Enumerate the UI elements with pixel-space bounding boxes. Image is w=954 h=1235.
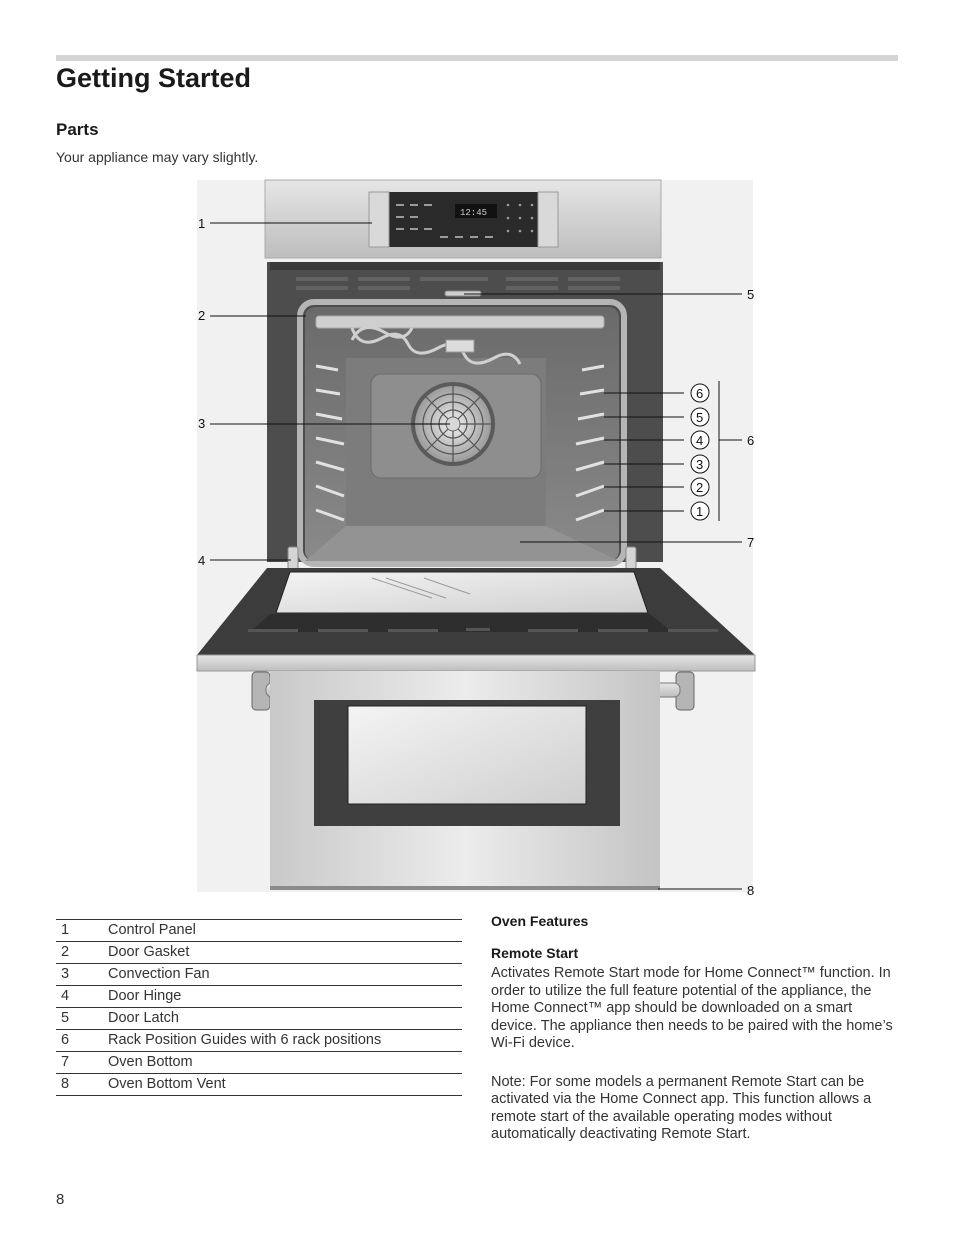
- door-hinge: [287, 546, 299, 570]
- remote-start-heading: Remote Start: [491, 944, 579, 961]
- part-number: 3: [56, 963, 108, 986]
- part-label: Door Hinge: [108, 985, 462, 1008]
- part-number: 8: [56, 1073, 108, 1096]
- oven-diagram: 12:45: [196, 179, 756, 898]
- part-label: Oven Bottom: [108, 1051, 462, 1074]
- part-label: Door Latch: [108, 1007, 462, 1030]
- header-rule: [56, 55, 898, 61]
- part-number: 7: [56, 1051, 108, 1074]
- callout-7: 7: [747, 535, 754, 550]
- part-number: 6: [56, 1029, 108, 1052]
- svg-text:6: 6: [696, 386, 703, 401]
- intro-text: Your appliance may vary slightly.: [56, 149, 259, 165]
- callout-6: 6: [747, 433, 754, 448]
- callout-1: 1: [198, 216, 205, 231]
- callout-2: 2: [198, 308, 205, 323]
- section-heading: Parts: [56, 120, 99, 139]
- part-label: Oven Bottom Vent: [108, 1073, 462, 1096]
- control-panel: 12:45: [264, 179, 662, 259]
- rack-guides: [315, 364, 605, 522]
- door-gasket: [297, 299, 627, 567]
- part-number: 4: [56, 985, 108, 1008]
- svg-text:3: 3: [696, 457, 703, 472]
- part-label: Door Gasket: [108, 941, 462, 964]
- oven-features: Oven Features Remote Start Activates Rem…: [491, 913, 901, 1165]
- part-number: 1: [56, 919, 108, 942]
- display-time: 12:45: [460, 208, 487, 218]
- part-label: Control Panel: [108, 919, 462, 942]
- part-label: Convection Fan: [108, 963, 462, 986]
- svg-text:5: 5: [696, 410, 703, 425]
- callout-4: 4: [198, 553, 205, 568]
- page-number: 8: [56, 1191, 65, 1208]
- part-number: 2: [56, 941, 108, 964]
- callout-8: 8: [747, 883, 754, 898]
- page-title: Getting Started: [56, 63, 252, 93]
- svg-text:4: 4: [696, 433, 703, 448]
- remote-start-text: Activates Remote Start mode for Home Con…: [491, 965, 893, 1051]
- part-label: Rack Position Guides with 6 rack positio…: [108, 1029, 462, 1052]
- svg-text:1: 1: [696, 504, 703, 519]
- callout-5: 5: [747, 287, 754, 302]
- features-heading: Oven Features: [491, 913, 589, 929]
- callout-3: 3: [198, 416, 205, 431]
- part-number: 5: [56, 1007, 108, 1030]
- oven-bottom-vent: [270, 886, 660, 890]
- remote-start-note: Note: For some models a permanent Remote…: [491, 1073, 872, 1143]
- svg-text:2: 2: [696, 480, 703, 495]
